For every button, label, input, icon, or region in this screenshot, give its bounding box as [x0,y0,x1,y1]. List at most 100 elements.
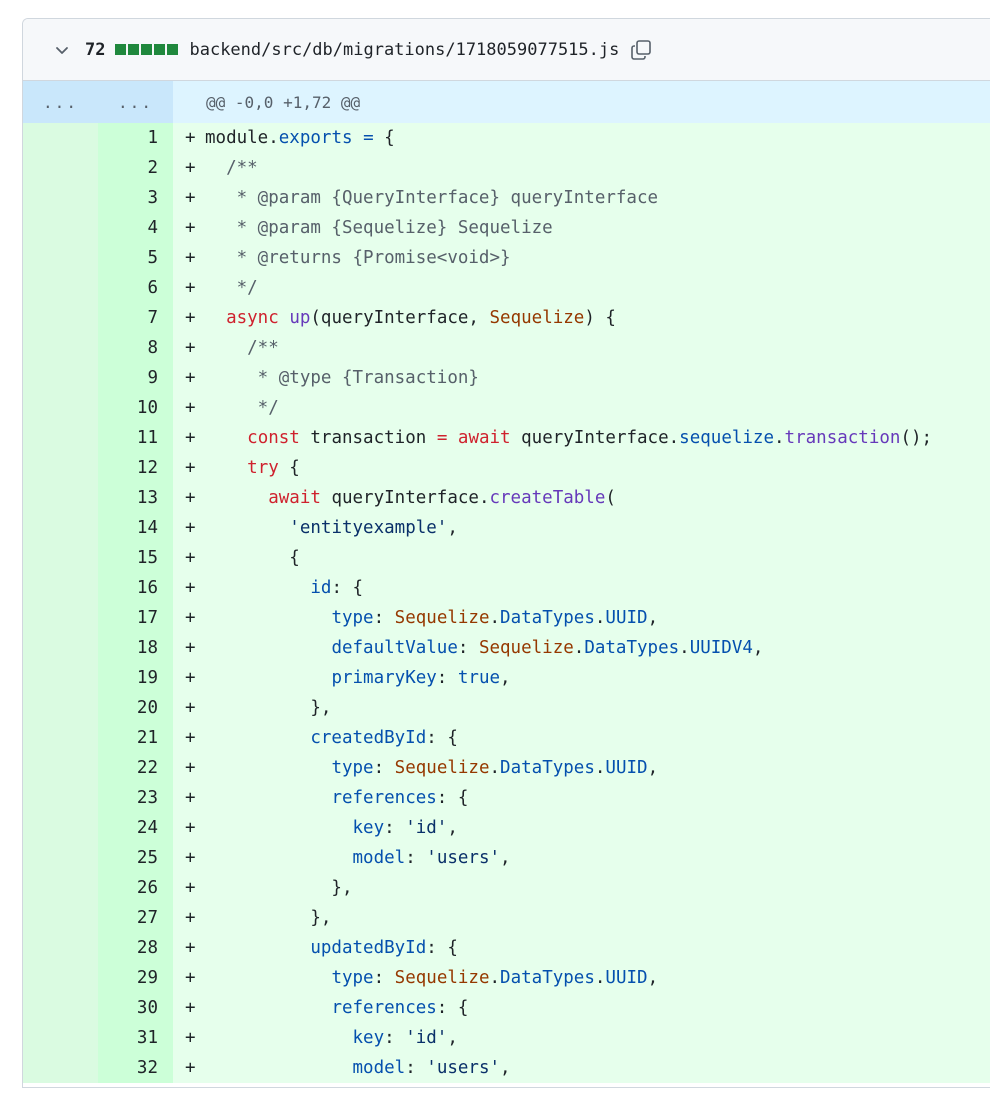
new-line-number[interactable]: 20 [98,693,173,723]
old-line-number[interactable] [23,573,98,603]
old-line-number[interactable] [23,813,98,843]
old-line-number[interactable] [23,1023,98,1053]
new-line-number[interactable]: 11 [98,423,173,453]
code-text: */ [205,278,258,298]
new-line-number[interactable]: 5 [98,243,173,273]
old-line-number[interactable] [23,993,98,1023]
old-line-number[interactable] [23,423,98,453]
old-line-number[interactable] [23,633,98,663]
old-line-number[interactable] [23,333,98,363]
old-line-number[interactable] [23,303,98,333]
code-token: : [384,1028,406,1048]
new-line-number[interactable]: 12 [98,453,173,483]
diff-line: 18+ defaultValue: Sequelize.DataTypes.UU… [23,633,990,663]
addition-marker: + [185,278,196,298]
new-line-number[interactable]: 18 [98,633,173,663]
new-line-number[interactable]: 16 [98,573,173,603]
old-line-number[interactable] [23,783,98,813]
expand-up-button[interactable]: ... [23,81,98,123]
old-line-number[interactable] [23,393,98,423]
new-line-number[interactable]: 17 [98,603,173,633]
addition-marker: + [185,548,196,568]
code-token: Sequelize [478,638,574,658]
diff-line: 4+ * @param {Sequelize} Sequelize [23,213,990,243]
new-line-number[interactable]: 23 [98,783,173,813]
old-line-number[interactable] [23,963,98,993]
old-line-number[interactable] [23,483,98,513]
code-text: await queryInterface.createTable( [205,488,616,508]
new-line-number[interactable]: 31 [98,1023,173,1053]
line-code: + type: Sequelize.DataTypes.UUID, [173,753,990,783]
code-token: }, [205,878,353,898]
addition-marker: + [185,188,196,208]
new-line-number[interactable]: 2 [98,153,173,183]
copy-icon[interactable] [629,38,653,62]
old-line-number[interactable] [23,933,98,963]
new-line-number[interactable]: 3 [98,183,173,213]
addition-marker: + [185,848,196,868]
code-text: 'entityexample', [205,518,458,538]
new-line-number[interactable]: 13 [98,483,173,513]
code-token: , [500,668,511,688]
old-line-number[interactable] [23,663,98,693]
line-code: + 'entityexample', [173,513,990,543]
chevron-down-icon[interactable] [51,39,73,61]
line-code: + key: 'id', [173,1023,990,1053]
new-line-number[interactable]: 29 [98,963,173,993]
code-token: createTable [489,488,606,508]
old-line-number[interactable] [23,543,98,573]
addition-marker: + [185,608,196,628]
file-path[interactable]: backend/src/db/migrations/1718059077515.… [189,39,620,60]
addition-marker: + [185,248,196,268]
new-line-number[interactable]: 1 [98,123,173,153]
code-token: : [384,818,406,838]
new-line-number[interactable]: 7 [98,303,173,333]
old-line-number[interactable] [23,243,98,273]
new-line-number[interactable]: 21 [98,723,173,753]
new-line-number[interactable]: 15 [98,543,173,573]
line-code: + */ [173,393,990,423]
diffstat-block [141,44,153,55]
old-line-number[interactable] [23,843,98,873]
code-text: references: { [205,998,468,1018]
code-token: . [774,428,785,448]
new-line-number[interactable]: 14 [98,513,173,543]
diff-line: 16+ id: { [23,573,990,603]
new-line-number[interactable]: 30 [98,993,173,1023]
code-token [205,998,331,1018]
new-line-number[interactable]: 32 [98,1053,173,1083]
old-line-number[interactable] [23,513,98,543]
new-line-number[interactable]: 19 [98,663,173,693]
old-line-number[interactable] [23,1053,98,1083]
new-line-number[interactable]: 28 [98,933,173,963]
line-code: + /** [173,153,990,183]
new-line-number[interactable]: 9 [98,363,173,393]
old-line-number[interactable] [23,453,98,483]
old-line-number[interactable] [23,693,98,723]
new-line-number[interactable]: 24 [98,813,173,843]
addition-marker: + [185,488,196,508]
new-line-number[interactable]: 25 [98,843,173,873]
new-line-number[interactable]: 10 [98,393,173,423]
old-line-number[interactable] [23,753,98,783]
new-line-number[interactable]: 8 [98,333,173,363]
expand-down-button[interactable]: ... [98,81,173,123]
new-line-number[interactable]: 26 [98,873,173,903]
code-token: * @type {Transaction} [205,368,479,388]
old-line-number[interactable] [23,213,98,243]
old-line-number[interactable] [23,273,98,303]
new-line-number[interactable]: 4 [98,213,173,243]
old-line-number[interactable] [23,603,98,633]
old-line-number[interactable] [23,183,98,213]
code-token: : [373,608,395,628]
old-line-number[interactable] [23,873,98,903]
old-line-number[interactable] [23,123,98,153]
old-line-number[interactable] [23,903,98,933]
old-line-number[interactable] [23,723,98,753]
old-line-number[interactable] [23,153,98,183]
code-token: : [405,848,427,868]
new-line-number[interactable]: 22 [98,753,173,783]
old-line-number[interactable] [23,363,98,393]
new-line-number[interactable]: 27 [98,903,173,933]
new-line-number[interactable]: 6 [98,273,173,303]
